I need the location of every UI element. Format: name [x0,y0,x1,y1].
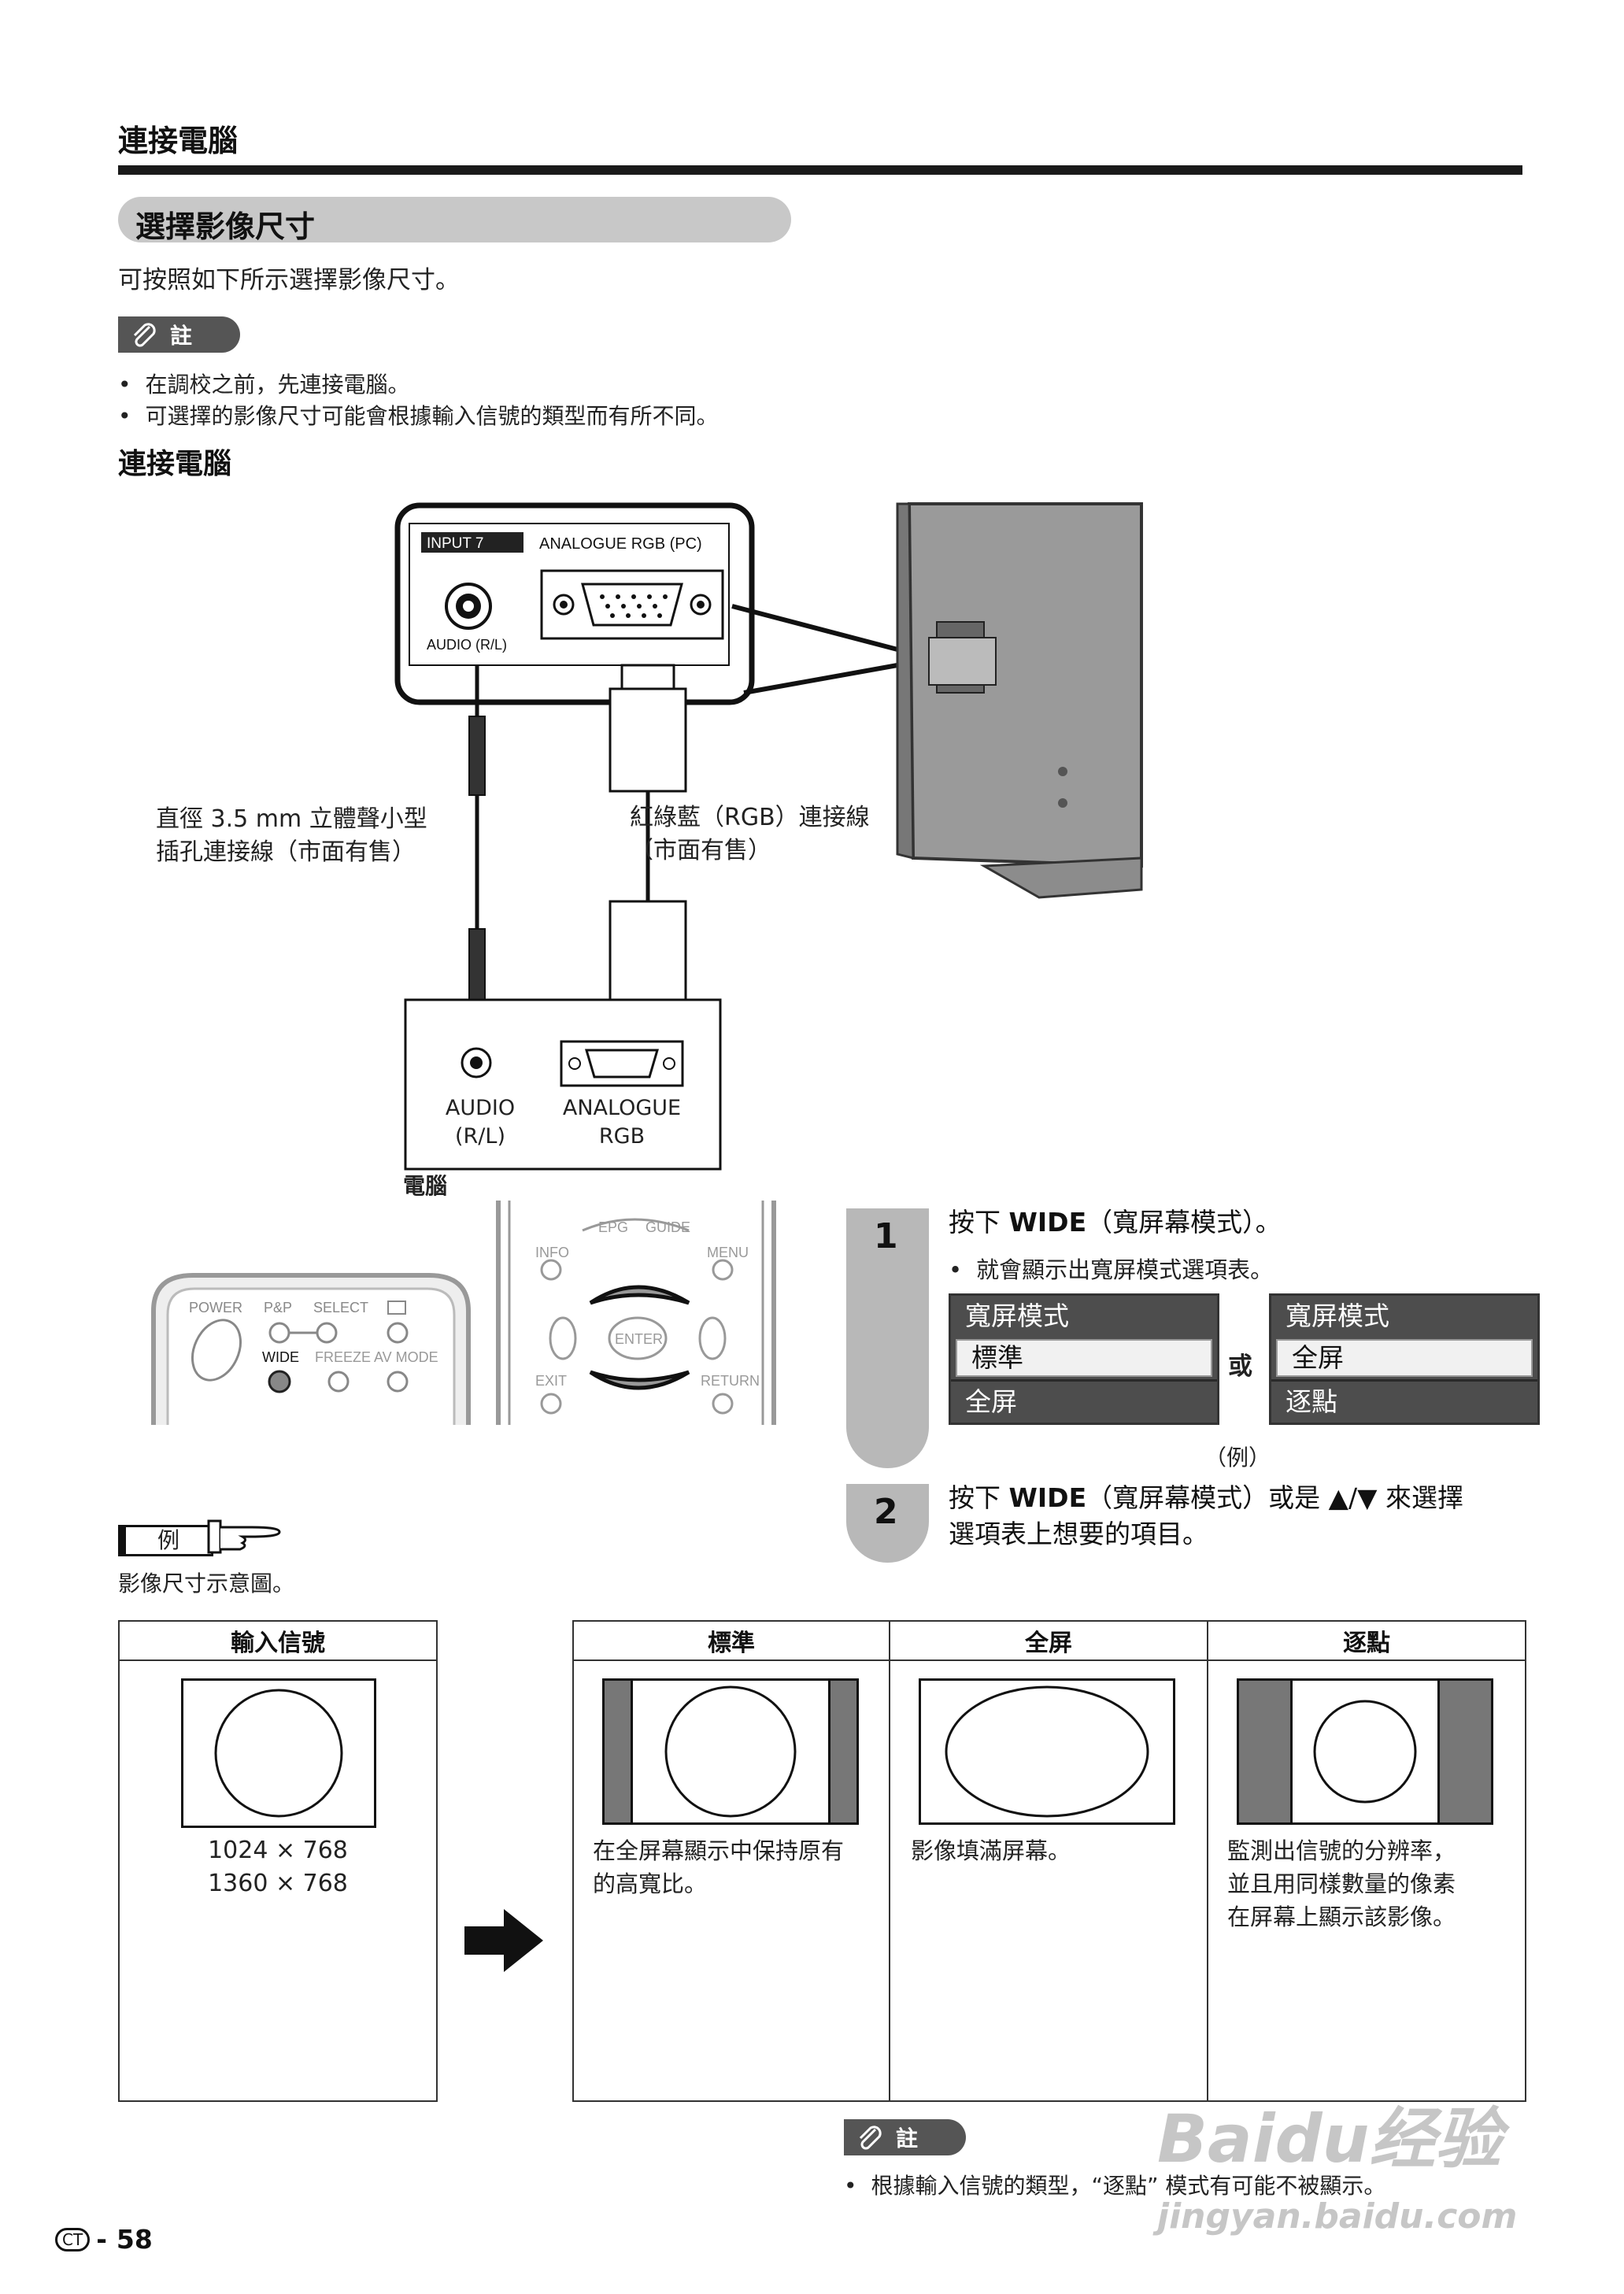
rgb-cable-label: 紅綠藍（RGB）連接線 （市面有售） [630,804,870,864]
note-item: 在調校之前，先連接電腦。 [118,368,410,399]
menu-item-selected: 全屏 [1276,1339,1533,1377]
select-label: SELECT [313,1300,368,1315]
wide-mode-menu-1: 寬屏模式 標準 全屏 [949,1293,1219,1425]
guide-label: GUIDE [646,1219,690,1235]
normal-mode-sample [602,1678,859,1825]
down-button [589,1370,690,1390]
wide-label: WIDE [262,1349,299,1365]
note-item: 可選擇的影像尺寸可能會根據輸入信號的類型而有所不同。 [118,399,719,431]
pc-audio-label: AUDIO (R/L) [445,1096,516,1149]
pp-label: P&P [264,1300,292,1315]
menu-title: 寬屏模式 [965,1301,1069,1331]
rgb-pc-label: ANALOGUE RGB (PC) [539,535,702,553]
step2-text: 按下 WIDE（寬屏幕模式）或是 ▲/▼ 來選擇 選項表上想要的項目。 [949,1482,1463,1549]
or-label: 或 [1228,1352,1252,1381]
paperclip-icon [133,323,156,347]
wide-mode-table: 標準 全屏 逐點 在全屏幕顯示中保持原有 的高寬比。 影像填滿屏幕。 監測出信號… [572,1620,1526,2102]
tv-audio-label: AUDIO (R/L) [427,637,507,653]
input-label-box [421,532,523,553]
menu-label: MENU [707,1245,749,1260]
step1-number: 1 [874,1216,898,1256]
connection-title: 連接電腦 [118,448,232,480]
input-resolutions: 1024 × 768 1360 × 768 [208,1837,348,1897]
step1-bar [846,1208,929,1468]
power-label: POWER [189,1300,242,1315]
enter-button [608,1316,668,1360]
wide-button [268,1370,291,1393]
example-tag: 例 [118,1525,213,1556]
menu-item-selected: 標準 [956,1339,1212,1377]
pc-rgb-label: ANALOGUE RGB [562,1096,682,1149]
example-caption: （例） [1204,1445,1271,1471]
input-header: 輸入信號 [120,1622,436,1661]
audio-cable-label: 直徑 3.5 mm 立體聲小型 插孔連接線（市面有售） [156,805,427,866]
page-number: CT - 58 [55,2224,153,2255]
up-button [589,1285,690,1305]
topic-intro: 可按照如下所示選擇影像尺寸。 [118,266,460,294]
topic-title: 選擇影像尺寸 [135,209,316,244]
input-label: INPUT 7 [427,535,484,552]
footer-note-label: 註 [896,2126,919,2152]
menu-item: 全屏 [951,1379,1217,1423]
step2-number: 2 [874,1492,898,1532]
watermark-brand: Baidu经验 [1157,2100,1502,2177]
pc-label: 電腦 [403,1173,448,1199]
info-label: INFO [535,1245,569,1260]
input-signal-table: 輸入信號 1024 × 768 1360 × 768 [118,1620,438,2102]
enter-label: ENTER [615,1331,663,1347]
pointing-hand-icon [207,1519,281,1554]
topic-title-bar [118,197,791,242]
step1-text: 按下 WIDE（寬屏幕模式）。 [949,1207,1282,1238]
note-label: 註 [170,323,193,349]
footer-note-tag: 註 [844,2119,966,2155]
avmode-label: AV MODE [374,1349,438,1365]
step1-bullet: 就會顯示出寬屏模式選項表。 [949,1252,1273,1285]
footer-note-text: •根據輸入信號的類型，“逐點” 模式有可能不被顯示。 [844,2173,1386,2199]
epg-label: EPG [598,1219,628,1235]
example-caption-text: 影像尺寸示意圖。 [118,1571,295,1597]
col-header-full: 全屏 [1025,1630,1072,1657]
note-tag: 註 [118,316,240,353]
watermark-url: jingyan.baidu.com [1157,2196,1518,2237]
freeze-label: FREEZE [315,1349,371,1365]
header-rule [118,165,1522,175]
normal-mode-desc: 在全屏幕顯示中保持原有 的高寬比。 [593,1837,845,1897]
power-button [191,1319,242,1382]
dotbydot-mode-desc: 監測出信號的分辨率， 並且用同樣數量的像素 在屏幕上顯示該影像。 [1227,1837,1456,1930]
menu-item: 逐點 [1271,1379,1537,1423]
exit-label: EXIT [535,1373,567,1389]
paperclip-icon [859,2126,882,2150]
dotbydot-mode-sample [1237,1678,1493,1825]
step2-bar [846,1484,929,1563]
col-header-normal: 標準 [708,1630,755,1657]
full-mode-desc: 影像填滿屏幕。 [911,1837,1071,1864]
return-label: RETURN [701,1373,760,1389]
section-title: 連接電腦 [118,124,239,158]
connection-diagram: INPUT 7 ANALOGUE RGB (PC) AUDIO (R/L) [394,502,1143,1171]
full-mode-sample [919,1678,1175,1825]
menu-title: 寬屏模式 [1286,1301,1389,1331]
input-image-sample [181,1678,376,1828]
col-header-dotbydot: 逐點 [1343,1630,1390,1657]
arrow-right-icon [464,1909,543,1972]
wide-mode-menu-2: 寬屏模式 全屏 逐點 [1269,1293,1540,1425]
remote-illustration: POWER P&P SELECT WIDE FREEZE AV MODE INF… [151,1201,776,1425]
